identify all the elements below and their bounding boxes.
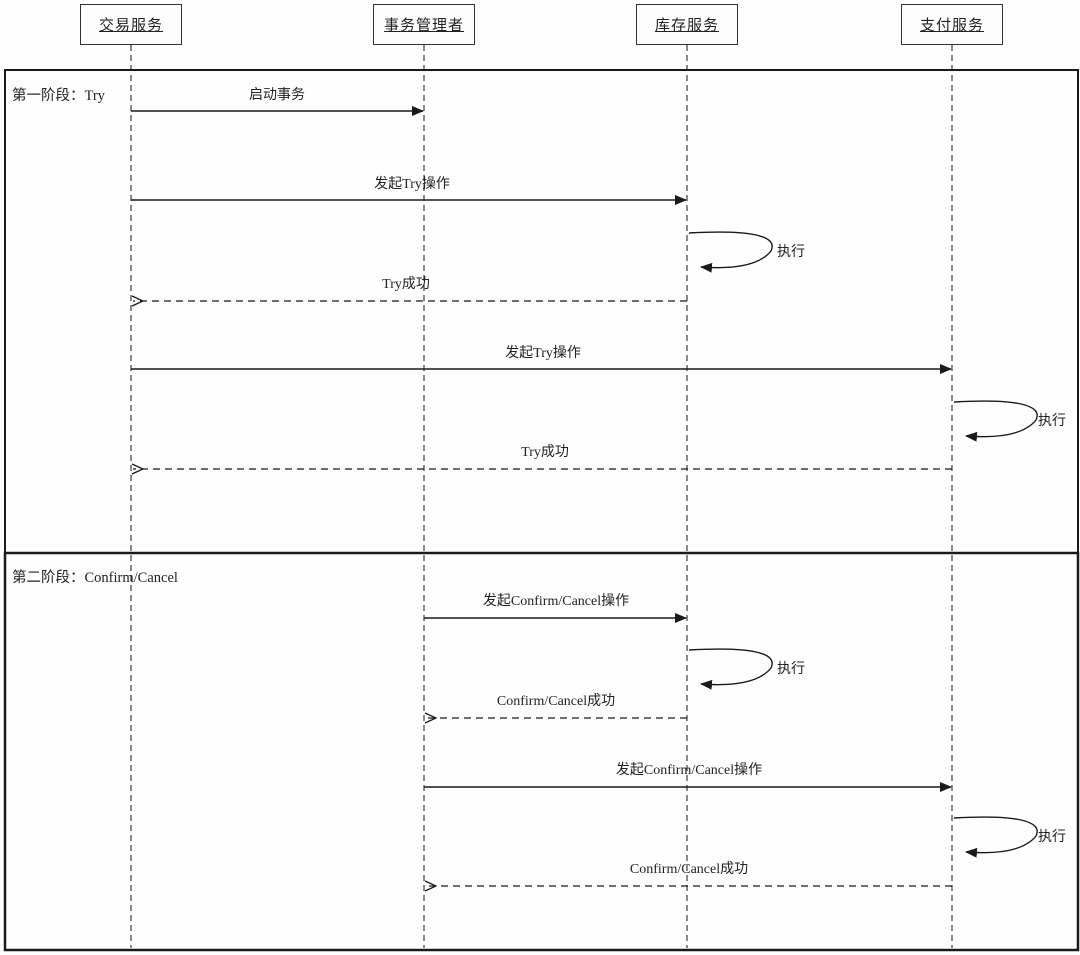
execute-label-payment-confirm: 执行 — [1038, 830, 1066, 845]
execute-label-inventory-confirm: 执行 — [777, 662, 805, 677]
execute-label-payment-try: 执行 — [1038, 414, 1066, 429]
message-label-confirm-inventory: 发起Confirm/Cancel操作 — [482, 594, 630, 609]
actor-transaction-service: 交易服务 — [80, 4, 182, 45]
message-label-confirm-ok-payment: Confirm/Cancel成功 — [629, 862, 749, 877]
message-label-try-inventory: 发起Try操作 — [374, 177, 450, 192]
phase2-frame — [3, 551, 1080, 952]
phase1-frame — [4, 69, 1079, 554]
execute-label-inventory-try: 执行 — [777, 245, 805, 260]
message-label-try-ok-payment: Try成功 — [521, 445, 569, 460]
message-label-try-ok-inventory: Try成功 — [382, 277, 430, 292]
actor-transaction-manager: 事务管理者 — [373, 4, 475, 45]
self-loop-inventory-try — [688, 231, 773, 273]
message-label-confirm-ok-inventory: Confirm/Cancel成功 — [496, 694, 616, 709]
actor-label: 支付服务 — [919, 18, 984, 34]
self-loop-inventory-confirm — [688, 648, 773, 690]
message-label-try-payment: 发起Try操作 — [505, 346, 581, 361]
self-loop-payment-confirm — [953, 816, 1038, 858]
actor-inventory-service: 库存服务 — [636, 4, 738, 45]
message-label-confirm-payment: 发起Confirm/Cancel操作 — [615, 763, 763, 778]
phase2-label: 第二阶段：Confirm/Cancel — [12, 570, 178, 586]
self-loop-payment-try — [953, 400, 1038, 442]
actor-label: 事务管理者 — [383, 18, 464, 34]
phase1-label: 第一阶段：Try — [12, 88, 105, 104]
actor-payment-service: 支付服务 — [901, 4, 1003, 45]
message-label-start-transaction: 启动事务 — [249, 88, 305, 103]
actor-label: 库存服务 — [654, 18, 719, 34]
actor-label: 交易服务 — [98, 18, 163, 34]
